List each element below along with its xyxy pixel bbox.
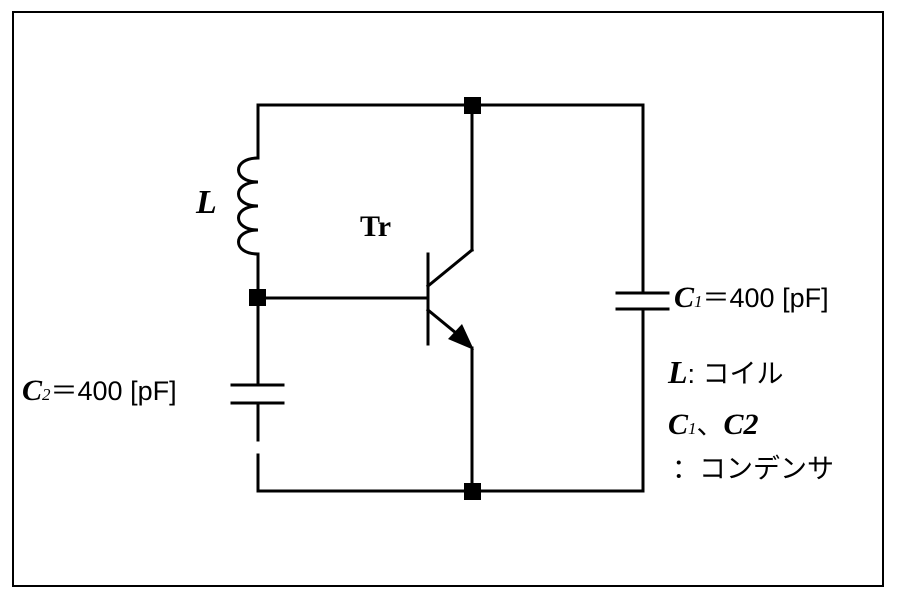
c1-value: ＝400 [pF]: [702, 283, 829, 313]
legend-separator: 、: [696, 410, 724, 440]
c2-value: ＝400 [pF]: [50, 376, 177, 406]
c2-label: C2＝400 [pF]: [22, 376, 177, 406]
c2-subscript: 2: [42, 385, 51, 404]
junction-base: [249, 289, 266, 306]
legend-capacitor-desc: ：コンデンサ: [672, 454, 834, 484]
legend-l-desc: : コイル: [687, 359, 784, 389]
collector-diagonal: [425, 247, 475, 289]
legend-capacitors: C1、C2: [668, 410, 759, 440]
c2-symbol: C: [22, 374, 43, 407]
legend-inductor: L: コイル: [668, 356, 784, 388]
inductor-label: L: [196, 184, 217, 221]
c1-label: C1＝400 [pF]: [674, 283, 829, 313]
inductor-coil: [237, 156, 260, 256]
emitter-arrow: [448, 324, 474, 350]
junction-bottom: [464, 483, 481, 500]
legend-l-symbol: L: [668, 354, 688, 390]
legend-c2-symbol: C2: [723, 408, 759, 441]
c1-symbol: C: [674, 281, 695, 314]
junction-top: [464, 97, 481, 114]
diagram-frame: [12, 11, 884, 587]
legend-c1-symbol: C: [668, 408, 689, 441]
transistor-label: Tr: [360, 210, 392, 243]
c1-subscript: 1: [694, 292, 703, 311]
legend-c1-subscript: 1: [688, 419, 697, 438]
